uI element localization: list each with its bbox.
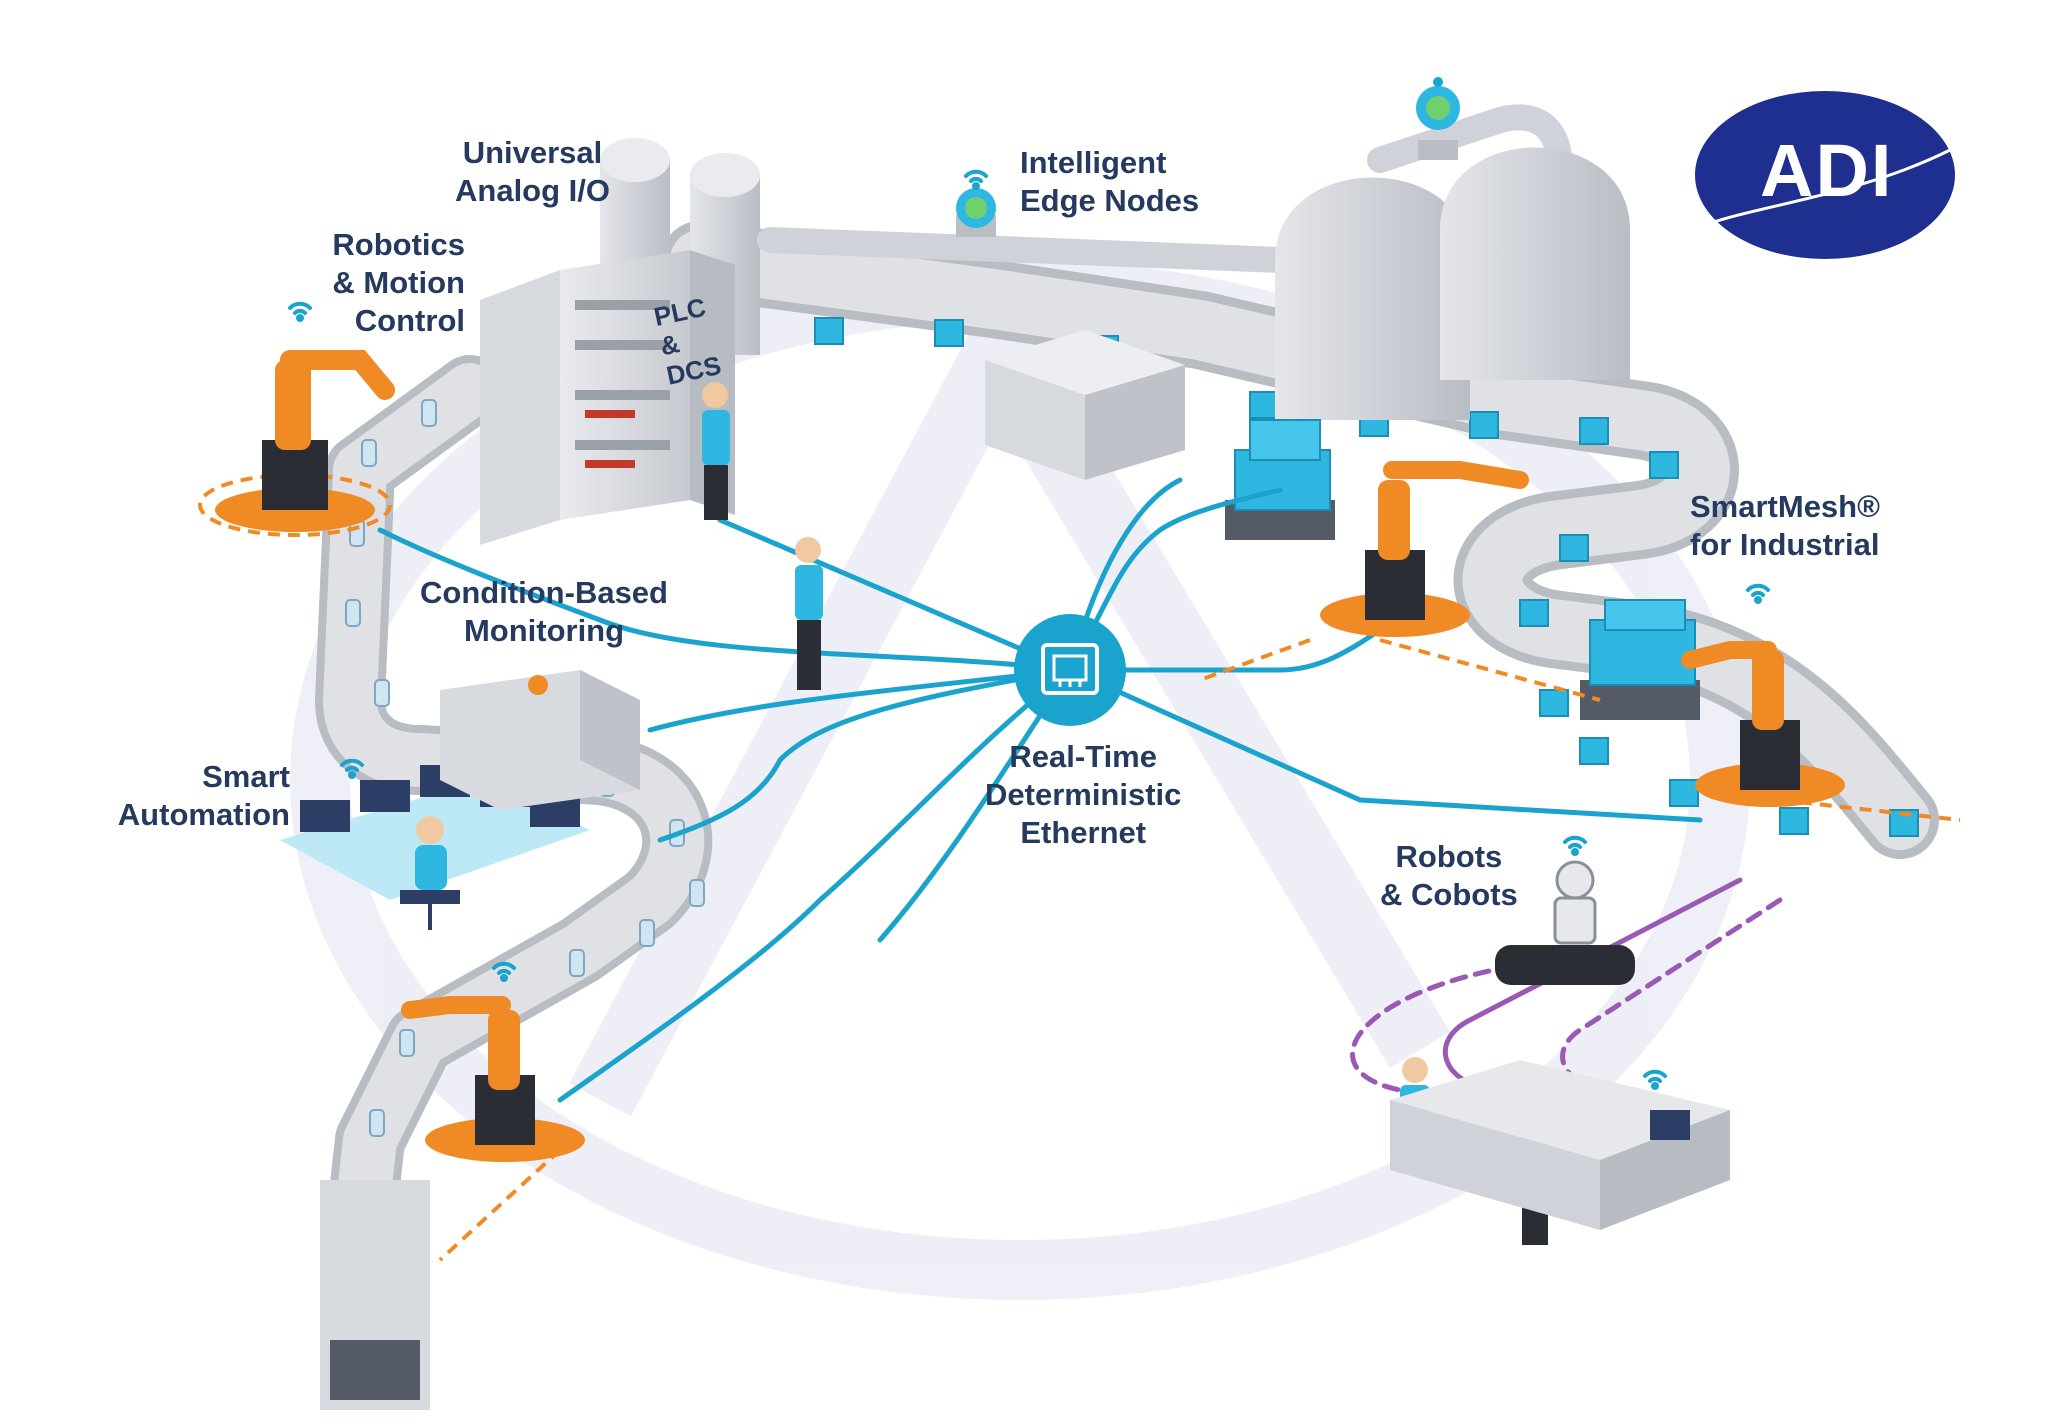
ethernet-port-icon: [1041, 643, 1099, 695]
label-universal-io: Universal Analog I/O: [455, 135, 610, 208]
label-smart-automation: Smart Automation: [117, 759, 290, 832]
machine-bottom-left: [320, 1180, 430, 1410]
conveyor-belts: [315, 221, 1939, 1265]
robot-arm-bottom: [401, 996, 585, 1162]
counter-bottom-right: [1390, 1060, 1730, 1230]
robot-arm-icon: [198, 350, 395, 537]
machine-center-left: [440, 670, 640, 810]
robot-arm-center: [1320, 461, 1529, 637]
robot-arm-right: [1681, 641, 1845, 807]
adi-logo-text: ADI: [1760, 129, 1894, 212]
ethernet-hub: [1014, 614, 1126, 726]
edge-node-meter: [956, 188, 996, 237]
label-robotics: Robotics & Motion Control: [332, 227, 465, 338]
cobot-robot: [1495, 860, 1635, 985]
flow-meter: [1416, 77, 1460, 160]
label-condition-monitoring: Condition-Based Monitoring: [420, 575, 668, 648]
worker-plc: [702, 382, 730, 520]
pallet-right: [1580, 599, 1700, 720]
label-robots-cobots: Robots & Cobots: [1380, 839, 1518, 912]
tanks-right: [1275, 147, 1630, 420]
orange-dashed-paths: [438, 638, 1961, 1262]
label-ethernet: Real-Time Deterministic Ethernet: [985, 739, 1182, 850]
control-box-center: [985, 330, 1185, 480]
adi-logo: [1695, 91, 1955, 259]
pallet-center: [1225, 419, 1335, 540]
wifi-icon: [288, 169, 1770, 1090]
label-smartmesh: SmartMesh® for Industrial: [1690, 489, 1880, 562]
worker-icon: [400, 816, 460, 930]
label-edge-nodes: Intelligent Edge Nodes: [1020, 145, 1200, 218]
worker-condition: [795, 537, 823, 690]
